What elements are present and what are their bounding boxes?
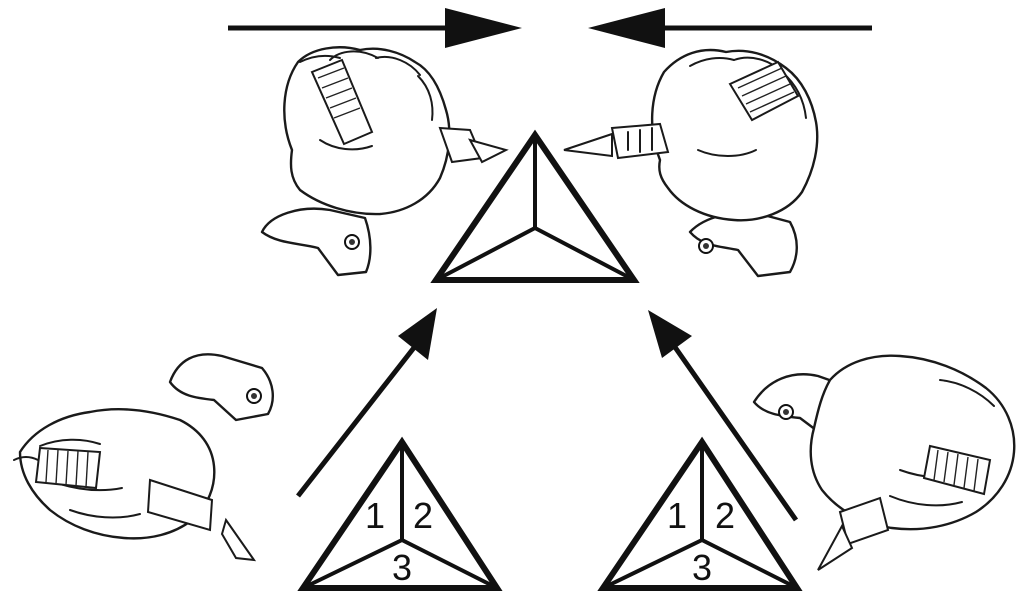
segment-label-2: 2	[715, 495, 735, 536]
numbered-triangle-right: 1 2 3	[603, 442, 797, 588]
numbered-triangle-left: 1 2 3	[303, 442, 497, 588]
segment-label-3: 3	[692, 547, 712, 588]
segment-label-3: 3	[392, 547, 412, 588]
segment-label-1: 1	[667, 495, 687, 536]
hand-with-cutter-bottom-right	[754, 356, 1014, 570]
arrow-right-top	[228, 8, 522, 48]
segment-label-1: 1	[365, 495, 385, 536]
arrow-left-top	[588, 8, 872, 48]
segment-label-2: 2	[413, 495, 433, 536]
hand-with-cutter-bottom-left	[14, 354, 273, 560]
